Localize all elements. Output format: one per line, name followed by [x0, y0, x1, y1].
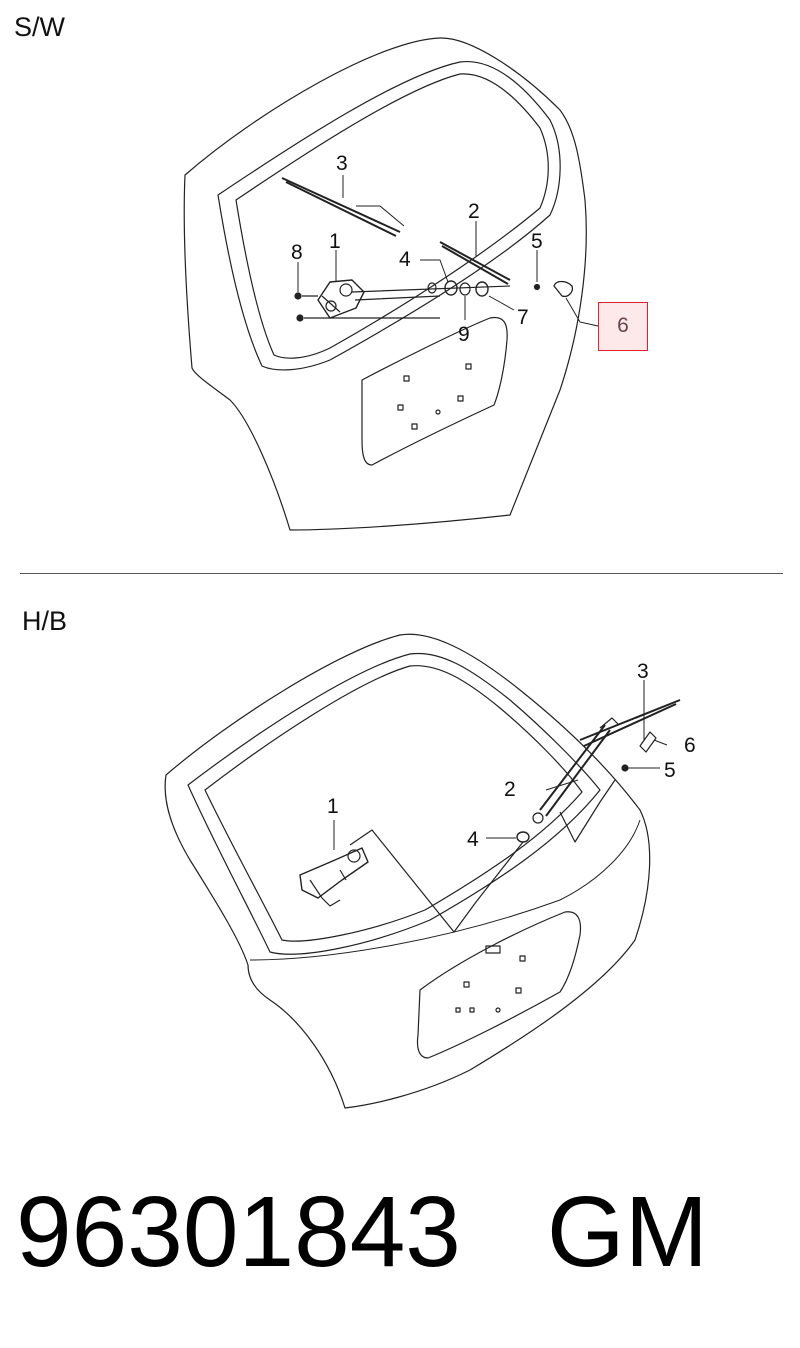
hb-wiper-motor [299, 847, 369, 907]
sw-callout-1: 1 [329, 230, 341, 253]
sw-plate-recess [361, 316, 508, 466]
sw-tailgate-diagram: 3 2 1 8 4 5 9 7 [183, 37, 599, 531]
section-divider [20, 573, 783, 574]
hb-wiper-blade [579, 699, 681, 747]
sw-washer-9 [459, 282, 471, 296]
hb-tailgate-diagram: 3 6 5 2 1 4 [164, 633, 696, 1109]
sw-callout-5: 5 [531, 230, 543, 253]
hb-cap-6 [639, 731, 657, 753]
sw-glass-inner [235, 73, 549, 359]
hb-callout-4: 4 [467, 828, 479, 851]
hb-callout-1: 1 [327, 795, 339, 818]
hb-tailgate-outline [164, 633, 651, 1109]
hb-grommet-4 [516, 831, 530, 843]
sw-cap-6 [553, 280, 574, 298]
sw-bolt-8b [296, 314, 304, 322]
sw-callout-2: 2 [468, 200, 480, 223]
sw-callout-8: 8 [291, 241, 303, 264]
sw-callout-9: 9 [458, 323, 470, 346]
hb-glass-frame [187, 652, 601, 955]
sw-bolt-8a [294, 292, 302, 300]
hb-nut-5 [621, 764, 629, 772]
hb-callout-5: 5 [664, 759, 676, 782]
section-title-sw: S/W [14, 12, 65, 42]
sw-callout-7: 7 [517, 306, 529, 329]
sw-callout-3: 3 [336, 152, 348, 175]
hb-callout-3: 3 [637, 660, 649, 683]
brand-name: GM [546, 1176, 709, 1288]
hb-wiper-arm [539, 724, 611, 817]
section-title-hb: H/B [22, 606, 68, 636]
part-number: 96301843 [16, 1176, 461, 1288]
sw-callout-4: 4 [399, 248, 411, 271]
sw-nut-7 [475, 281, 489, 297]
sw-glass-frame [217, 60, 561, 371]
sw-tailgate-outline [183, 37, 587, 531]
sw-wiper-motor [317, 279, 365, 319]
sw-nut-5 [533, 283, 541, 291]
sw-grommet-4 [444, 280, 458, 296]
hb-callout-6: 6 [684, 734, 696, 757]
sw-wiper-arm [439, 241, 511, 285]
hb-glass-inner [204, 665, 583, 942]
highlighted-callout-label: 6 [617, 314, 629, 337]
highlighted-callout-6: 6 [598, 302, 648, 351]
hb-callout-2: 2 [504, 778, 516, 801]
sw-wiper-blade [281, 177, 401, 237]
hb-plate-recess [416, 911, 582, 1059]
